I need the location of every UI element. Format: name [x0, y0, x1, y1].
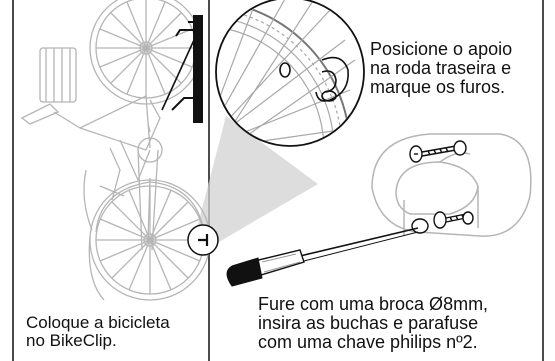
wall-screw-icon	[409, 140, 474, 234]
bikeclip-wall-bracket	[161, 15, 203, 123]
step-position-caption: Posicione o apoio na roda traseira e mar…	[370, 39, 513, 98]
bikeclip-hook-icon	[198, 234, 209, 246]
step-place-bike-caption: Coloque a bicicleta no BikeClip.	[26, 313, 170, 351]
step-drill-line-1: Fure com uma broca Ø8mm,	[258, 294, 489, 314]
step-position-line-2: na roda traseira e	[370, 58, 512, 79]
step-position-line-1: Posicione o apoio	[370, 39, 513, 59]
step-place-bike-line-2: no BikeClip.	[26, 331, 117, 351]
zoom-projection-cone	[196, 116, 318, 246]
hanging-bicycle-sketch	[20, 0, 211, 301]
zoom-detail-circle-icon	[215, 0, 365, 147]
step-drill-caption: Fure com uma broca Ø8mm, insira as bucha…	[258, 294, 489, 353]
step-position-line-3: marque os furos.	[370, 77, 506, 98]
step-place-bike-line-1: Coloque a bicicleta	[26, 313, 170, 332]
step-drill-line-3: com uma chave philips nº2.	[258, 332, 478, 353]
wall-bracket-sketch	[371, 133, 532, 237]
step-drill-line-2: insira as buchas e parafuse	[258, 313, 479, 334]
philips-screwdriver-icon	[226, 227, 419, 287]
